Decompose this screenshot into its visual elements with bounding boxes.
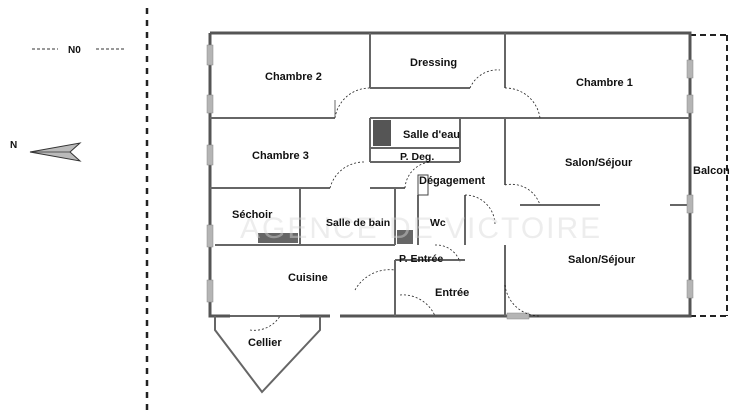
room-label-cellier: Cellier xyxy=(248,337,282,349)
door-swings xyxy=(249,69,541,331)
room-label-salon-sejour-top: Salon/Séjour xyxy=(565,157,633,169)
room-label-p-entree: P. Entrée xyxy=(399,253,443,265)
stairs-icon xyxy=(417,174,429,196)
north-indicator: N0 xyxy=(32,45,124,56)
outer-walls xyxy=(208,31,692,394)
room-label-salon-sejour-bottom: Salon/Séjour xyxy=(568,254,636,266)
room-label-degagement: Dégagement xyxy=(419,175,485,187)
north-label: N0 xyxy=(68,45,81,56)
interior-walls xyxy=(210,33,690,317)
compass-arrow-icon: N xyxy=(10,140,82,162)
wc-fixture xyxy=(397,230,413,244)
room-label-p-deg: P. Deg. xyxy=(400,151,434,163)
shower-fixture xyxy=(373,120,391,146)
room-label-chambre-1: Chambre 1 xyxy=(576,77,633,89)
tub-fixture xyxy=(258,233,298,243)
room-label-salle-de-bain: Salle de bain xyxy=(326,217,390,229)
watermark: AGENCE DE VICTOIRE xyxy=(240,212,602,245)
room-label-balcon: Balcon xyxy=(693,165,730,177)
room-label-dressing: Dressing xyxy=(410,57,457,69)
room-label-entree: Entrée xyxy=(435,287,469,299)
compass-letter: N xyxy=(10,140,17,151)
room-label-sechoir: Séchoir xyxy=(232,209,273,221)
room-label-wc: Wc xyxy=(430,217,446,229)
windows xyxy=(206,44,694,320)
room-label-salle-deau: Salle d'eau xyxy=(403,129,460,141)
fixtures xyxy=(258,120,429,244)
room-label-chambre-3: Chambre 3 xyxy=(252,150,309,162)
balcony-outline xyxy=(690,34,728,317)
room-labels: Chambre 2 Dressing Chambre 1 Salle d'eau… xyxy=(232,57,730,349)
room-label-chambre-2: Chambre 2 xyxy=(265,71,322,83)
room-label-cuisine: Cuisine xyxy=(288,272,328,284)
